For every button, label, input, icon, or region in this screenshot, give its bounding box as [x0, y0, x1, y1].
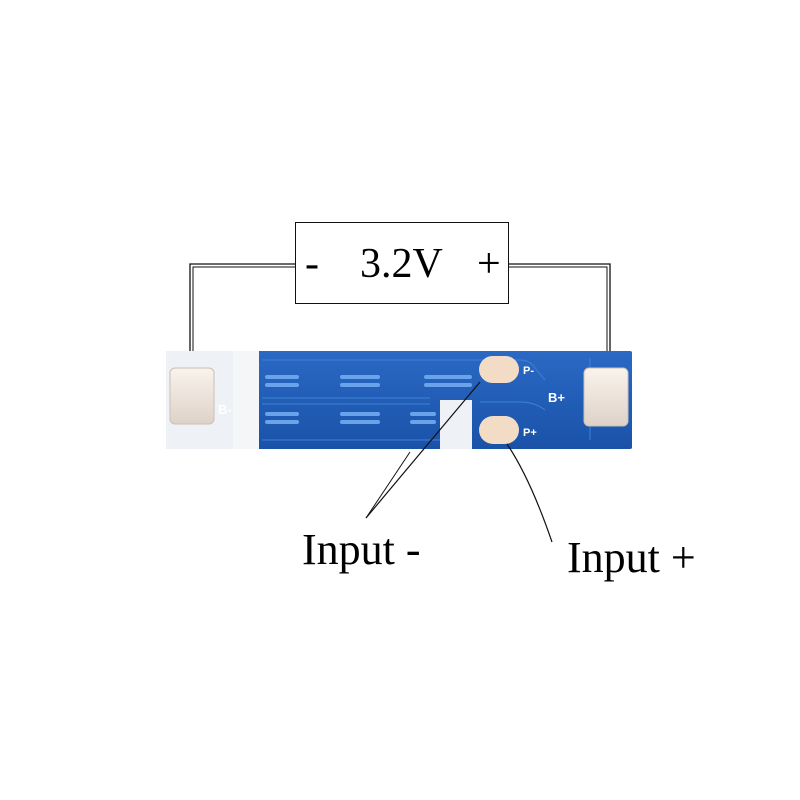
- silk-b-plus: B+: [548, 390, 565, 405]
- pad-b-plus: [583, 367, 629, 427]
- wire-positive-inner: [509, 266, 608, 378]
- silk-b-minus: B-: [218, 402, 232, 417]
- leader-input-minus: [365, 381, 481, 519]
- pcb-white-strip: [233, 351, 259, 449]
- pad-p-minus: [479, 356, 519, 383]
- voltage-value: 3.2V: [360, 241, 443, 287]
- leader-input-minus-b: [365, 451, 411, 519]
- pcb-vias: [265, 375, 472, 424]
- voltage-plus-sign: +: [477, 241, 501, 287]
- pcb-board: B- B+ P- P+: [166, 351, 632, 449]
- voltage-minus-sign: -: [305, 241, 319, 287]
- leader-input-plus: [506, 443, 553, 543]
- silk-p-minus: P-: [523, 365, 534, 377]
- pcb-white-notch: [440, 400, 472, 449]
- callout-input-plus: Input +: [567, 533, 696, 582]
- wire-negative-inner: [192, 266, 295, 378]
- callout-input-minus: Input -: [302, 525, 421, 574]
- silk-p-plus: P+: [523, 427, 537, 439]
- pad-p-plus: [479, 416, 519, 444]
- wire-negative: [189, 263, 295, 378]
- pad-b-minus: [169, 367, 215, 425]
- wire-positive: [509, 263, 611, 378]
- voltage-label-box: - 3.2V +: [295, 222, 509, 304]
